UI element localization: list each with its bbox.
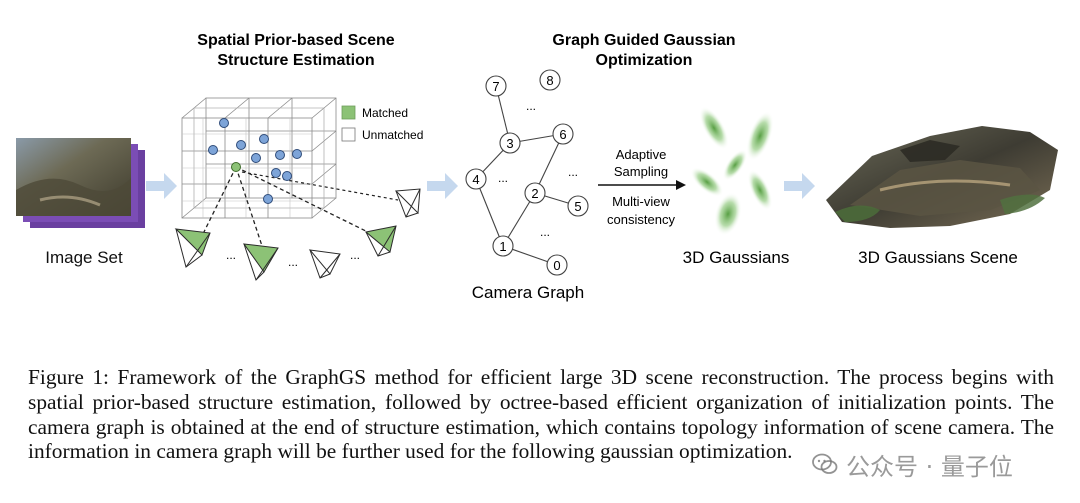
graph-node-3	[499, 132, 521, 154]
graph-node-4	[465, 168, 487, 190]
adaptive-label: Adaptive	[616, 147, 667, 162]
graph-node-labels: 0 1 2 3 4 5 6 7 8	[472, 73, 581, 273]
watermark: 公众号 · 量子位	[812, 448, 1013, 481]
camera-ellipsis: ...	[288, 255, 298, 269]
gaussian-blob	[714, 192, 742, 236]
point-blue	[292, 149, 302, 159]
graph-ellipsis: ...	[540, 225, 550, 239]
camera-ellipsis: ...	[226, 248, 236, 262]
graph-ellipsis: ...	[568, 165, 578, 179]
point-blue	[282, 171, 292, 181]
flow-arrow-3	[784, 173, 815, 199]
gaussian-blob	[699, 106, 729, 150]
graph-node-label: 4	[472, 172, 479, 187]
point-blue	[259, 134, 269, 144]
graph-node-5	[567, 195, 589, 217]
graph-nodes	[465, 69, 589, 276]
point-blue	[275, 150, 285, 160]
gaussian-blob	[747, 169, 773, 211]
camera-graph-panel: Graph Guided Gaussian Optimization 0 1	[465, 32, 736, 302]
structure-title-line1: Spatial Prior-based Scene	[197, 32, 395, 49]
graph-node-6	[552, 123, 574, 145]
point-blue	[219, 118, 229, 128]
graph-node-2	[524, 182, 546, 204]
graph-node-label: 2	[531, 186, 538, 201]
graph-node-label: 5	[574, 199, 581, 214]
sampling-label: Sampling	[614, 164, 668, 179]
gaussians-panel: 3D Gaussians	[683, 106, 790, 267]
projection-rays	[199, 166, 381, 253]
graph-node-label: 8	[546, 73, 553, 88]
graph-node-8	[539, 69, 561, 91]
wechat-logo-icon	[812, 453, 838, 474]
scene-panel: 3D Gaussians Scene	[826, 126, 1058, 267]
flow-arrow-2	[427, 173, 458, 199]
graph-ellipsis: ...	[526, 99, 536, 113]
point-blue	[208, 145, 218, 155]
gaussian-blob	[690, 167, 724, 197]
gaussian-blob	[746, 111, 774, 161]
graph-node-label: 1	[499, 239, 506, 254]
image-set-panel: Image Set	[16, 138, 145, 267]
point-blue	[263, 194, 273, 204]
graph-title-line1: Graph Guided Gaussian	[552, 32, 735, 49]
point-blue	[271, 168, 281, 178]
camera-graph-label: Camera Graph	[472, 283, 584, 302]
point-blue	[236, 140, 246, 150]
graph-node-label: 7	[492, 79, 499, 94]
graph-node-label: 0	[553, 258, 560, 273]
legend-matched-label: Matched	[362, 106, 408, 120]
structure-title-line2: Structure Estimation	[217, 52, 374, 69]
projection-ray-unmatched	[241, 171, 399, 201]
camera-matched	[242, 243, 279, 281]
graph-ellipsis: ...	[498, 171, 508, 185]
camera-unmatched	[308, 249, 341, 279]
legend-unmatched-label: Unmatched	[362, 128, 423, 142]
scene-label: 3D Gaussians Scene	[858, 248, 1018, 267]
graph-node-label: 3	[506, 136, 513, 151]
point-matched	[231, 162, 241, 172]
sampling-arrowhead	[676, 180, 686, 190]
graph-node-7	[485, 75, 507, 97]
graph-node-0	[546, 254, 568, 276]
image-set-label: Image Set	[45, 248, 123, 267]
framework-figure: Image Set Spatial Prior-based Scene Stru…	[16, 32, 1058, 302]
flow-arrow-1	[146, 173, 177, 199]
watermark-text: 公众号 · 量子位	[846, 452, 1013, 481]
camera-unmatched	[394, 188, 421, 218]
gaussians-label: 3D Gaussians	[683, 248, 790, 267]
graph-title-line2: Optimization	[596, 52, 693, 69]
point-blue	[251, 153, 261, 163]
graph-node-label: 6	[559, 127, 566, 142]
consistency-label: consistency	[607, 212, 675, 227]
gaussian-blob	[722, 149, 748, 181]
structure-estimation-panel: Spatial Prior-based Scene Structure Esti…	[174, 32, 423, 281]
figure-caption: Figure 1: Framework of the GraphGS metho…	[28, 365, 1054, 464]
graph-node-1	[492, 235, 514, 257]
camera-matched	[174, 228, 211, 268]
camera-ellipsis: ...	[350, 248, 360, 262]
multiview-label: Multi-view	[612, 194, 670, 209]
camera-matched	[364, 225, 397, 257]
point-cloud	[208, 118, 302, 204]
legend-matched-swatch	[341, 105, 356, 120]
legend-unmatched-swatch	[341, 127, 356, 142]
